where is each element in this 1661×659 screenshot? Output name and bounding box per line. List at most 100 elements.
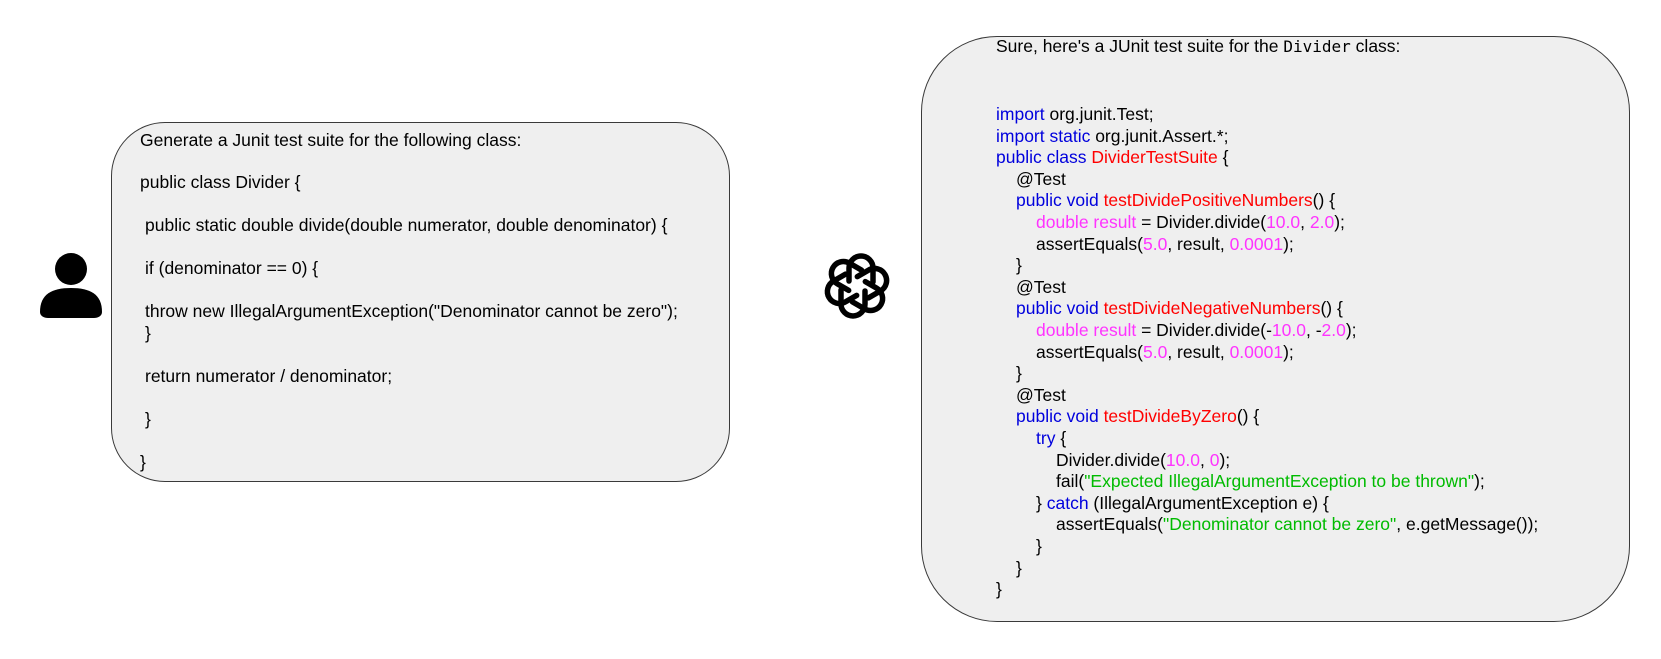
user-code-line: } — [145, 409, 151, 429]
bot-message-bubble — [921, 36, 1630, 622]
code-token-text: fail( — [1056, 471, 1085, 492]
bot-code-line: @Test — [1016, 277, 1066, 298]
code-token-name: testDividePositiveNumbers — [1103, 190, 1313, 211]
code-token-text: , result, — [1167, 341, 1230, 362]
code-token-keyword: import static — [996, 125, 1091, 146]
code-token-text: assertEquals( — [1036, 233, 1143, 254]
code-token-string: "Denominator cannot be zero" — [1163, 514, 1397, 535]
code-token-text: ); — [1283, 233, 1294, 254]
code-token-text: } — [996, 579, 1002, 600]
code-token-text: ); — [1283, 341, 1294, 362]
bot-code-line: } catch (IllegalArgumentException e) { — [1036, 493, 1329, 514]
code-token-number: 10.0 — [1266, 212, 1301, 232]
code-token-text: , — [1199, 449, 1210, 470]
user-message-bubble — [111, 122, 730, 482]
code-token-text: @Test — [1016, 168, 1066, 189]
bot-code-line: public void testDivideNegativeNumbers() … — [1016, 298, 1343, 319]
code-token-keyword: public void — [1016, 406, 1104, 427]
code-token-text: ); — [1334, 212, 1345, 232]
bot-code-line: import org.junit.Test; — [996, 104, 1154, 125]
code-token-text: () { — [1236, 406, 1260, 427]
code-token-text: () { — [1312, 190, 1336, 211]
user-code-line: } — [145, 323, 151, 343]
bot-code-line: Divider.divide(10.0, 0); — [1056, 450, 1230, 471]
bot-code-line: @Test — [1016, 169, 1066, 190]
bot-code-line: public class DividerTestSuite { — [996, 147, 1229, 168]
bot-code-line: @Test — [1016, 385, 1066, 406]
bot-code-line: } — [1036, 536, 1042, 557]
bot-code-line: public void testDividePositiveNumbers() … — [1016, 190, 1335, 211]
code-token-text: } — [1036, 536, 1042, 556]
user-code-line: return numerator / denominator; — [145, 366, 393, 386]
bot-intro-end: class: — [1350, 36, 1401, 56]
code-token-text: } — [1016, 557, 1022, 578]
code-token-text: ); — [1219, 449, 1231, 470]
code-token-number: double result — [1036, 320, 1137, 340]
code-token-name: testDivideByZero — [1103, 406, 1237, 427]
code-token-keyword: import — [996, 104, 1045, 124]
code-token-text: { — [1055, 428, 1067, 448]
bot-code-line: } — [1016, 255, 1022, 276]
code-token-text: , result, — [1167, 233, 1230, 254]
bot-code-line: } — [1016, 558, 1022, 579]
person-icon — [40, 253, 102, 318]
bot-code-line: assertEquals(5.0, result, 0.0001); — [1036, 234, 1294, 255]
code-token-keyword: catch — [1046, 492, 1089, 513]
code-token-string: "Expected IllegalArgumentException to be… — [1084, 471, 1475, 492]
bot-code-line: double result = Divider.divide(-10.0, -2… — [1036, 320, 1357, 341]
bot-code-line: } — [996, 579, 1002, 600]
user-code-line: throw new IllegalArgumentException("Deno… — [145, 301, 678, 321]
user-code-line: public class Divider { — [140, 172, 301, 192]
bot-code-line: double result = Divider.divide(10.0, 2.0… — [1036, 212, 1345, 233]
openai-logo-icon — [824, 253, 890, 319]
bot-code-line: } — [1016, 363, 1022, 384]
code-token-text: @Test — [1016, 384, 1066, 405]
code-token-text: , - — [1305, 320, 1322, 340]
code-token-keyword: try — [1036, 428, 1056, 448]
code-token-text: @Test — [1016, 276, 1066, 297]
code-token-number: 10.0 — [1165, 449, 1200, 470]
code-token-text: ); — [1345, 320, 1357, 340]
bot-code-line: try { — [1036, 428, 1066, 449]
code-token-number: 0 — [1209, 449, 1220, 470]
code-token-number: 0.0001 — [1229, 341, 1284, 362]
code-token-text: } — [1016, 363, 1022, 384]
code-token-text: org.junit.Test; — [1044, 104, 1154, 124]
code-token-number: double result — [1036, 212, 1137, 232]
bot-code-line: assertEquals(5.0, result, 0.0001); — [1036, 342, 1294, 363]
code-token-number: 2.0 — [1321, 320, 1346, 340]
code-token-text: } — [1016, 255, 1022, 276]
code-token-text: Divider.divide( — [1056, 449, 1166, 470]
code-token-number: 10.0 — [1271, 320, 1306, 340]
code-token-text: = Divider.divide( — [1136, 212, 1267, 232]
code-token-keyword: public class — [996, 147, 1092, 168]
code-token-name: DividerTestSuite — [1091, 147, 1218, 168]
code-token-name: testDivideNegativeNumbers — [1103, 298, 1321, 319]
code-token-number: 5.0 — [1143, 341, 1168, 362]
code-token-keyword: public void — [1016, 298, 1104, 319]
bot-code-line: fail("Expected IllegalArgumentException … — [1056, 471, 1485, 492]
code-token-text: () { — [1320, 298, 1343, 319]
user-code-line: } — [140, 452, 146, 472]
code-token-text: assertEquals( — [1056, 514, 1163, 535]
bot-code-line: import static org.junit.Assert.*; — [996, 126, 1228, 147]
user-prompt-text: Generate a Junit test suite for the foll… — [140, 130, 522, 150]
code-token-text: (IllegalArgumentException e) { — [1088, 492, 1329, 513]
code-token-text: assertEquals( — [1036, 341, 1143, 362]
code-token-number: 0.0001 — [1229, 233, 1284, 254]
code-token-text: { — [1217, 147, 1229, 168]
user-code-line: if (denominator == 0) { — [145, 258, 319, 278]
bot-code-line: assertEquals("Denominator cannot be zero… — [1056, 514, 1538, 535]
code-token-text: org.junit.Assert.*; — [1090, 125, 1229, 146]
code-token-keyword: public void — [1016, 190, 1104, 211]
bot-intro-class-name: Divider — [1283, 37, 1351, 56]
code-token-number: 2.0 — [1309, 212, 1335, 232]
bot-intro-start: Sure, here's a JUnit test suite for the — [996, 36, 1284, 56]
code-token-number: 5.0 — [1143, 233, 1168, 254]
user-code-line: public static double divide(double numer… — [145, 215, 668, 235]
code-token-text: , e.getMessage()); — [1396, 514, 1539, 535]
code-token-text: , — [1300, 212, 1310, 232]
bot-intro-text: Sure, here's a JUnit test suite for the … — [996, 36, 1400, 57]
code-token-text: } — [1036, 492, 1047, 513]
bot-code-line: public void testDivideByZero() { — [1016, 406, 1259, 427]
